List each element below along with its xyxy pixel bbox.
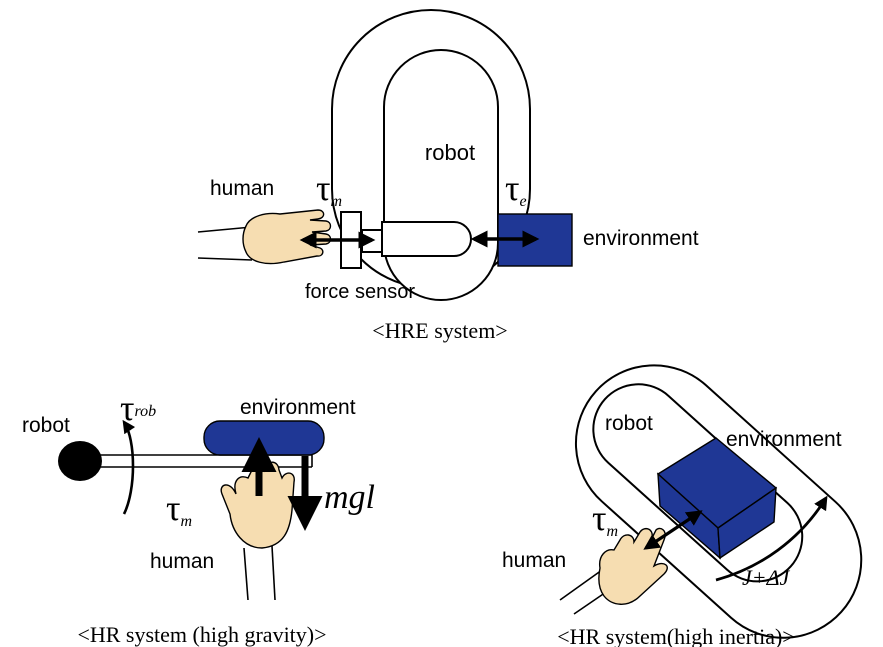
hr-gravity-panel: robot τrob environment τm mgl human <HR … [22,388,375,647]
hrg-tau-m: τm [166,488,192,530]
hrg-environment-label: environment [240,396,356,419]
hri-inertia-label: J+ΔJ [742,565,791,590]
hrg-caption: <HR system (high gravity)> [77,622,326,647]
hri-robot-label: robot [605,412,653,435]
hre-environment-label: environment [583,227,699,250]
hrg-mgl-label: mgl [324,479,375,516]
hrg-robot-label: robot [22,414,70,437]
hre-system-panel: robot force sensor human τm environment … [197,9,699,343]
hri-caption: <HR system(high inertia)> [557,624,794,647]
hrg-environment-block [203,420,325,456]
hr-inertia-panel: robot environment J+ΔJ τm human <HR syst… [502,364,863,647]
hrg-human-label: human [150,550,214,573]
hre-robot-label: robot [425,140,475,165]
hre-end-effector [381,221,472,257]
hri-arm-top [559,569,603,601]
hrg-arm-right [271,545,276,601]
hre-arm-top [197,226,253,233]
hre-robot-inner-link [383,49,499,301]
hre-human-label: human [210,177,274,200]
hre-tau-m: τm [316,168,342,210]
hre-arm-bottom [197,257,253,261]
hre-hand [242,209,332,265]
hri-tau-m: τm [592,498,618,540]
hrg-tau-rob: τrob [120,388,156,428]
hri-environment-label: environment [726,428,842,451]
hre-sensor-label: force sensor [305,281,415,303]
hre-caption: <HRE system> [372,318,507,343]
hri-push-arrow [643,510,703,550]
hrg-arm-left [243,547,249,601]
hrg-base-joint [58,441,102,481]
hrg-tau-rob-arrow [122,419,136,515]
hri-rotation-arrow [715,495,828,582]
hri-human-label: human [502,549,566,572]
hri-cube-right [717,486,777,560]
hre-tau-e: τe [505,168,527,210]
